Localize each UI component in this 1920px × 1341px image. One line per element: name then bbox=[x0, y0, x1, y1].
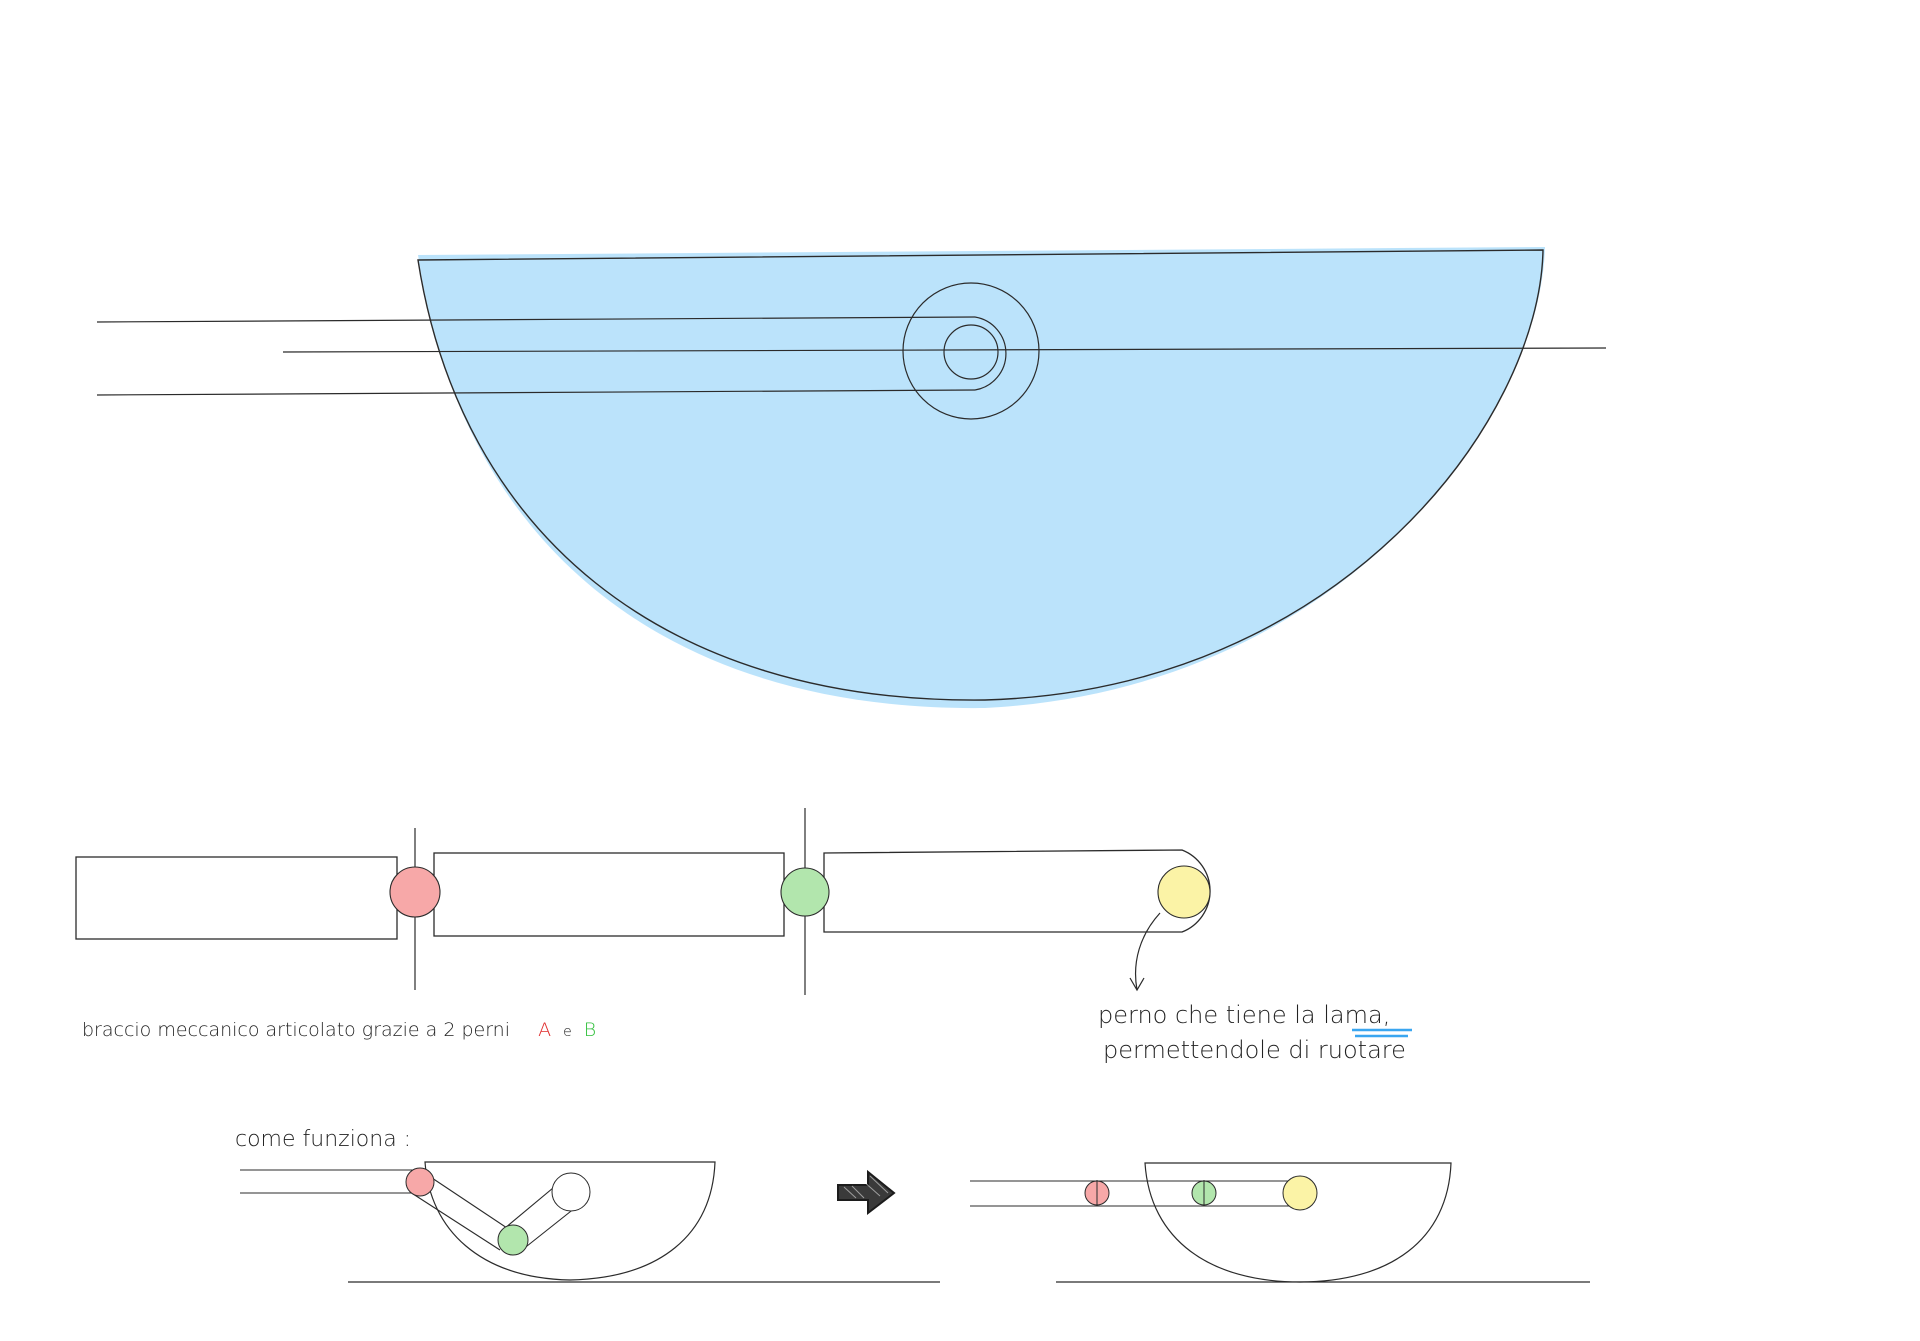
blade-pivot-pin bbox=[1157, 865, 1211, 919]
how-it-works-after bbox=[970, 1162, 1590, 1283]
link-1-edge-b bbox=[409, 1191, 501, 1251]
small-pin-b-before bbox=[497, 1224, 529, 1256]
arm-segment-1 bbox=[75, 856, 398, 940]
blade-word-underline bbox=[1352, 1028, 1412, 1038]
blade-fill bbox=[418, 247, 1545, 709]
arm-top-line bbox=[96, 316, 976, 323]
articulated-arm bbox=[75, 808, 1211, 995]
how-it-works-heading: come funziona : bbox=[235, 1127, 411, 1152]
blade-word: lama, bbox=[1323, 1001, 1390, 1029]
small-blade-right bbox=[1144, 1162, 1452, 1283]
link-1-edge-a bbox=[419, 1169, 511, 1231]
arm-bottom-line bbox=[96, 389, 976, 396]
pin-b-label: B bbox=[584, 1019, 596, 1041]
how-it-works-before bbox=[240, 1161, 940, 1283]
pivot-pointer-arrow bbox=[1129, 912, 1161, 992]
blade-assembly bbox=[96, 247, 1607, 709]
small-pivot-before bbox=[551, 1172, 591, 1212]
pin-b bbox=[780, 867, 830, 917]
arm-caption: braccio meccanico articolato grazie a 2 … bbox=[82, 1019, 596, 1041]
blade-outline bbox=[417, 249, 1544, 701]
joiner-label: e bbox=[563, 1024, 572, 1040]
pivot-outer-ring bbox=[902, 282, 1040, 420]
pin-a-label: A bbox=[538, 1019, 551, 1041]
pivot-inner-ring bbox=[943, 324, 999, 380]
right-arrow-icon bbox=[837, 1169, 896, 1216]
arm-end-cap bbox=[974, 316, 1007, 391]
pivot-note-line1: perno che tiene la lama, bbox=[1098, 1001, 1390, 1029]
arm-segment-3 bbox=[823, 849, 1211, 933]
pivot-note-line2: permettendole di ruotare bbox=[1103, 1036, 1406, 1064]
small-pin-a-before bbox=[405, 1167, 435, 1197]
pin-a bbox=[389, 866, 441, 918]
small-blade-left bbox=[424, 1161, 716, 1281]
arm-segment-2 bbox=[433, 852, 785, 937]
small-pivot-after bbox=[1282, 1175, 1318, 1211]
